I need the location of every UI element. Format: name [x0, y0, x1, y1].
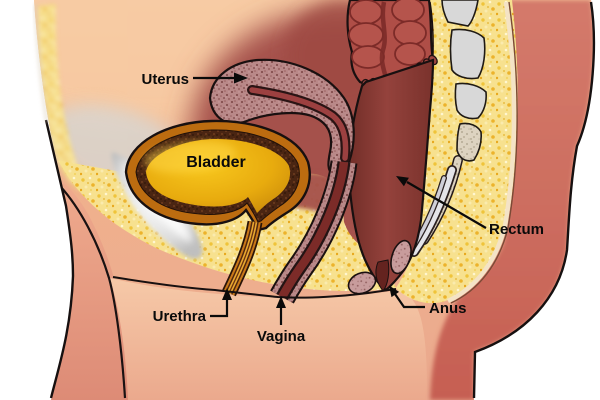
front-outline [44, 119, 75, 399]
leg-shape [51, 178, 130, 400]
uterine-cavity [249, 87, 349, 161]
soft-belly-edge [33, 3, 49, 123]
fat-skin-line [450, 1, 518, 304]
rectum-arrow [396, 176, 487, 229]
anus-arrowhead-icon [389, 285, 400, 298]
sphincter-posterior [390, 239, 412, 275]
urethra-label: Urethra [153, 308, 207, 325]
subcutaneous-fat-strip [37, 4, 90, 196]
vertebra-2 [449, 28, 486, 80]
rectum-shape [348, 58, 435, 292]
skin-outline [44, 1, 596, 399]
uterus-label: Uterus [141, 71, 189, 88]
groin-crease-line [59, 185, 127, 399]
bladder-label: Bladder [186, 154, 246, 171]
vagina-arrow [276, 296, 286, 325]
annotations: Uterus Bladder Rectum Urethra Vagina Anu… [141, 71, 544, 345]
anus-label: Anus [429, 300, 467, 317]
colon-groove [379, 1, 389, 79]
vagina-label: Vagina [257, 328, 306, 345]
rectum-label: Rectum [489, 221, 544, 238]
vertebra-3 [454, 82, 487, 120]
bladder-shape [124, 119, 311, 232]
rectum-arrowhead-icon [396, 176, 409, 187]
fat-cream-line [447, 1, 517, 304]
urethra-arrow [210, 288, 232, 318]
bladder-highlight [144, 141, 236, 173]
perineum-line [112, 276, 397, 299]
vagina-arrowhead-icon [276, 296, 286, 308]
anal-sphincter [347, 239, 412, 295]
coccyx-bone [456, 122, 482, 162]
vagina-shape [270, 160, 358, 304]
perineum-skin [110, 278, 428, 400]
vertebra-1 [441, 0, 479, 27]
anus-arrow [389, 285, 425, 309]
urethra-arrowhead-icon [222, 288, 232, 300]
urethra-shape [222, 220, 263, 297]
back-outline [472, 1, 596, 399]
sacrum-bones [441, 0, 487, 162]
sigmoid-colon-shape [346, 0, 438, 92]
colon-haustra [348, 0, 427, 69]
uterus-arrowhead-icon [234, 72, 248, 84]
uterus-arrow [193, 72, 248, 84]
sphincter-anterior [347, 271, 377, 295]
